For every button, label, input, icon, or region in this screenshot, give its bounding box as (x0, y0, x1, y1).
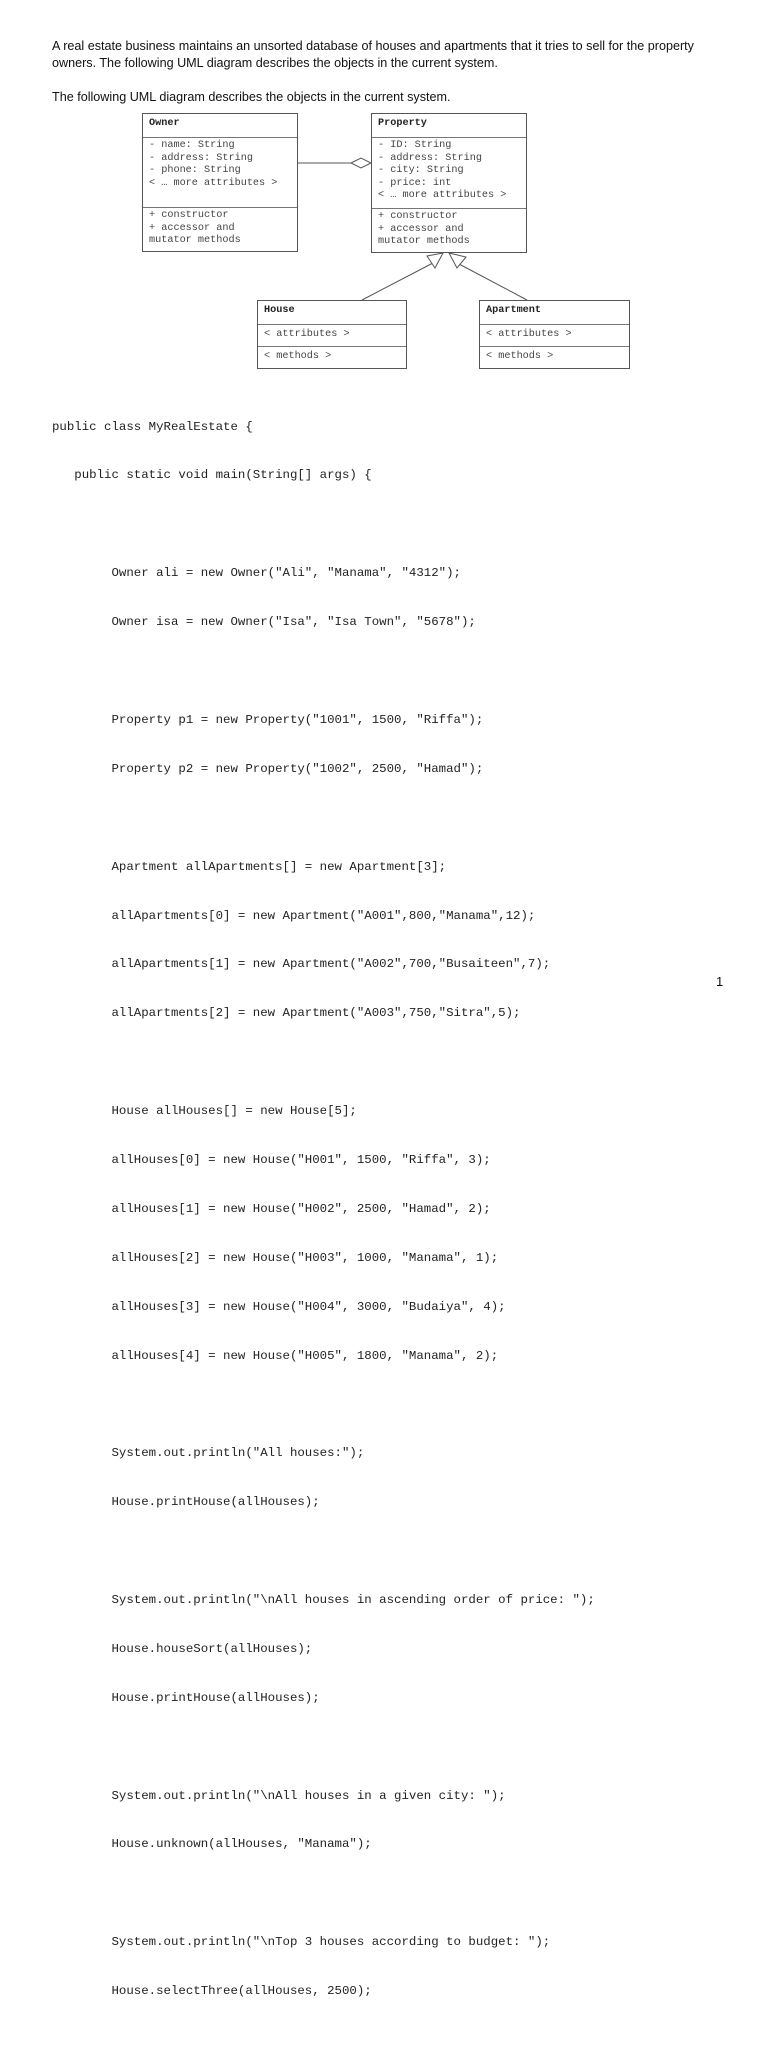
code-line: Property p1 = new Property("1001", 1500,… (52, 712, 484, 727)
code-line: Owner isa = new Owner("Isa", "Isa Town",… (52, 615, 476, 630)
code-line (52, 810, 595, 826)
code-line: House.houseSort(allHouses); (52, 1641, 313, 1656)
house-method: < methods > (264, 351, 332, 362)
apartment-methods: < methods > (480, 346, 629, 366)
code-line: System.out.println("\nTop 3 houses accor… (52, 1935, 551, 1950)
owner-attribute: < … more attributes > (149, 177, 278, 189)
property-attribute: - ID: String (378, 140, 452, 151)
code-line: House.selectThree(allHouses, 2500); (52, 1984, 372, 1999)
code-listing: public class MyRealEstate { public stati… (52, 386, 595, 2048)
property-attribute: - price: int (378, 177, 452, 189)
house-class-title: House (264, 305, 295, 316)
owner-attribute: - name: String (149, 140, 235, 151)
intro-paragraph: A real estate business maintains an unso… (52, 39, 694, 70)
code-line: House allHouses[] = new House[5]; (52, 1104, 357, 1119)
owner-attribute: - address: String (149, 152, 253, 164)
owner-attributes: - name: String - address: String - phone… (143, 137, 297, 207)
code-line (52, 2032, 595, 2048)
code-line: Apartment allApartments[] = new Apartmen… (52, 859, 447, 874)
property-attribute: - address: String (378, 152, 482, 164)
property-methods: + constructor + accessor and mutator met… (372, 208, 526, 251)
house-methods: < methods > (258, 346, 406, 366)
house-inheritance-arrow-icon (426, 252, 444, 269)
apartment-attributes: < attributes > (480, 324, 629, 346)
code-line: System.out.println("\nAll houses in asce… (52, 1592, 595, 1607)
code-line (52, 1739, 595, 1755)
code-line: Property p2 = new Property("1002", 2500,… (52, 761, 484, 776)
uml-class-property: Property - ID: String - address: String … (371, 113, 527, 253)
code-line: allApartments[1] = new Apartment("A002",… (52, 957, 551, 972)
house-inheritance-line (361, 262, 434, 301)
property-method: mutator methods (378, 236, 470, 248)
code-line: House.printHouse(allHouses); (52, 1495, 320, 1510)
apartment-method: < methods > (486, 351, 554, 362)
house-attribute: < attributes > (264, 329, 350, 340)
code-line: allHouses[0] = new House("H001", 1500, "… (52, 1152, 491, 1167)
property-attribute: < … more attributes > (378, 190, 507, 202)
code-line: System.out.println("\nAll houses in a gi… (52, 1788, 506, 1803)
owner-class-title: Owner (149, 118, 180, 129)
code-line: public class MyRealEstate { (52, 419, 253, 434)
code-line: System.out.println("All houses:"); (52, 1446, 365, 1461)
code-line: allHouses[1] = new House("H002", 2500, "… (52, 1201, 491, 1216)
house-attributes: < attributes > (258, 324, 406, 346)
code-line (52, 1396, 595, 1412)
code-line: allHouses[2] = new House("H003", 1000, "… (52, 1250, 499, 1265)
code-line (52, 516, 595, 532)
uml-class-house: House < attributes > < methods > (257, 300, 407, 369)
property-class-title: Property (378, 118, 427, 129)
property-attribute: - city: String (378, 165, 464, 177)
property-method: + accessor and (378, 223, 464, 235)
intro-paragraph-repeat: The following UML diagram describes the … (52, 90, 451, 104)
owner-method: + accessor and (149, 222, 235, 234)
code-line: House.unknown(allHouses, "Manama"); (52, 1837, 372, 1852)
uml-class-apartment: Apartment < attributes > < methods > (479, 300, 630, 369)
code-line (52, 1054, 595, 1070)
code-line: allApartments[2] = new Apartment("A003",… (52, 1006, 521, 1021)
code-line: House.printHouse(allHouses); (52, 1690, 320, 1705)
owner-method: + constructor (149, 210, 229, 221)
code-line (52, 663, 595, 679)
page-number: 1 (716, 974, 724, 989)
uml-connectors (297, 157, 528, 301)
apartment-class-title: Apartment (486, 305, 542, 316)
owner-attribute: - phone: String (149, 165, 241, 177)
apartment-attribute: < attributes > (486, 329, 572, 340)
apartment-inheritance-arrow-icon (448, 252, 467, 269)
owner-method: mutator methods (149, 235, 241, 247)
code-line: allHouses[4] = new House("H005", 1800, "… (52, 1348, 499, 1363)
owner-methods: + constructor + accessor and mutator met… (143, 207, 297, 250)
aggregation-diamond-icon (349, 157, 373, 169)
apartment-inheritance-line (458, 263, 528, 301)
code-line (52, 1885, 595, 1901)
uml-class-owner: Owner - name: String - address: String -… (142, 113, 298, 252)
property-method: + constructor (378, 211, 458, 222)
code-line: allHouses[3] = new House("H004", 3000, "… (52, 1299, 506, 1314)
code-line: allApartments[0] = new Apartment("A001",… (52, 908, 536, 923)
code-line (52, 1543, 595, 1559)
code-line: public static void main(String[] args) { (52, 468, 372, 483)
code-line: Owner ali = new Owner("Ali", "Manama", "… (52, 566, 461, 581)
property-attributes: - ID: String - address: String - city: S… (372, 137, 526, 208)
